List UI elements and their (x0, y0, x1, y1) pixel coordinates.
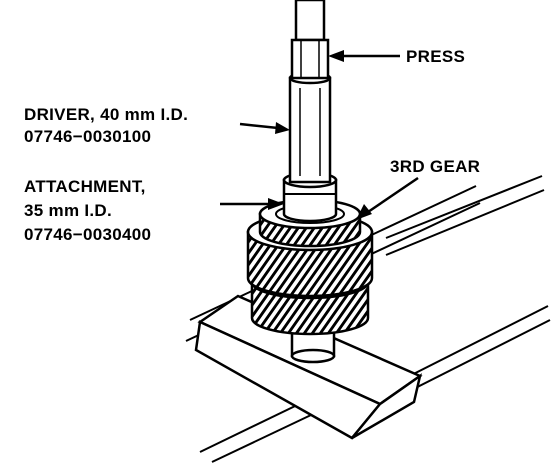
attachment-name-label: ATTACHMENT, (24, 177, 146, 196)
attachment-part-number: 07746−0030400 (24, 225, 152, 244)
attachment-size-label: 35 mm I.D. (24, 201, 113, 220)
leader-lines (220, 50, 419, 220)
driver-part-number: 07746−0030100 (24, 127, 152, 146)
driver-name-label: DRIVER, 40 mm I.D. (24, 105, 189, 124)
gear-label: 3RD GEAR (390, 157, 481, 176)
driver-shaft (288, 71, 332, 184)
press-ram (290, 0, 330, 80)
press-label: PRESS (406, 47, 466, 66)
